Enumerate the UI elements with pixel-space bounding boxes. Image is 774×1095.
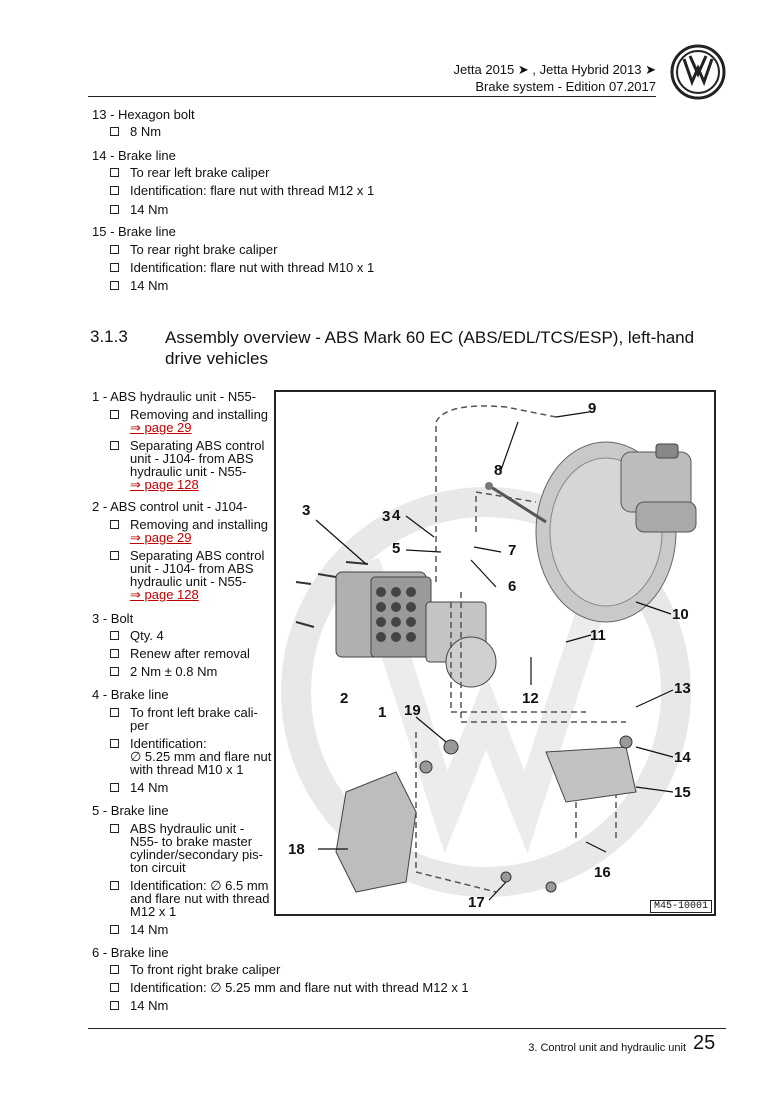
callout-label: 19 [404, 702, 421, 719]
item-4-sub-line: ∅ 5.25 mm and flare nut [130, 749, 272, 764]
callout-label: 10 [672, 606, 689, 623]
page-link[interactable]: ⇒ page 128 [130, 477, 199, 492]
item-1-sub-line: unit - J104- from ABS [130, 451, 254, 466]
item-2-sub-line: hydraulic unit - N55- [130, 574, 247, 589]
item-5-sub-line: cylinder/secondary pis- [130, 847, 263, 862]
callout-label: 1 [378, 704, 387, 721]
callout-label: 15 [674, 784, 691, 801]
page-link[interactable]: ⇒ page 128 [130, 587, 199, 602]
item-4-sub-line: per [130, 718, 149, 733]
callout-label: 7 [508, 542, 517, 559]
item-6-title: 6 - Brake line [92, 945, 169, 960]
section-number: 3.1.3 [90, 327, 128, 346]
item-15-title: 15 - Brake line [92, 224, 176, 239]
item-5-sub-line: M12 x 1 [130, 904, 177, 919]
callout-label: 16 [594, 864, 611, 881]
header-manual-title: Brake system - Edition 07.2017 [475, 79, 656, 94]
vw-logo-icon [670, 44, 726, 100]
assembly-diagram: 3 3 4 5 6 7 8 9 10 11 12 13 14 15 16 17 … [274, 390, 716, 916]
callout-label: 4 [392, 507, 401, 524]
callout-label: 8 [494, 462, 503, 479]
item-2-sub-line: unit - J104- from ABS [130, 561, 254, 576]
item-4-sub-line: with thread M10 x 1 [130, 762, 244, 777]
callout-label: 2 [340, 690, 349, 707]
header-models: Jetta 2015 ➤ , Jetta Hybrid 2013 ➤ [453, 62, 656, 77]
page-link[interactable]: ⇒ page 29 [130, 420, 192, 435]
item-5-sub-line: ton circuit [130, 860, 186, 875]
footer-chapter: 3. Control unit and hydraulic unit [528, 1042, 686, 1054]
item-1-sub-line: hydraulic unit - N55- [130, 464, 247, 479]
callout-label: 14 [674, 749, 691, 766]
item-3-title: 3 - Bolt [92, 611, 134, 626]
callout-label: 12 [522, 690, 539, 707]
callout-label: 5 [392, 540, 401, 557]
callout-label: 9 [588, 400, 597, 417]
page-link[interactable]: ⇒ page 29 [130, 530, 192, 545]
header-divider [88, 96, 656, 97]
item-5-sub-line: and flare nut with thread [130, 891, 270, 906]
item-5-sub-line: N55- to brake master [130, 834, 253, 849]
callout-label: 3 [302, 502, 311, 519]
item-13-title: 13 - Hexagon bolt [92, 107, 195, 122]
item-5-title: 5 - Brake line [92, 803, 169, 818]
item-1-title: 1 - ABS hydraulic unit - N55- [92, 389, 257, 404]
callout-label: 13 [674, 680, 691, 697]
item-4-title: 4 - Brake line [92, 687, 169, 702]
callout-label: 18 [288, 841, 305, 858]
assembly-illustration [281, 405, 697, 901]
section-title: Assembly overview - ABS Mark 60 EC (ABS/… [165, 328, 695, 368]
item-2-title: 2 - ABS control unit - J104- [92, 499, 248, 514]
callout-label: 11 [590, 627, 606, 644]
footer-divider [88, 1028, 726, 1029]
callout-label: 6 [508, 578, 517, 595]
callout-label: 3 [382, 508, 391, 525]
page-number: 25 [693, 1032, 716, 1054]
item-14-title: 14 - Brake line [92, 148, 176, 163]
callout-label: 17 [468, 894, 485, 911]
figure-code: M45-10001 [650, 900, 713, 913]
